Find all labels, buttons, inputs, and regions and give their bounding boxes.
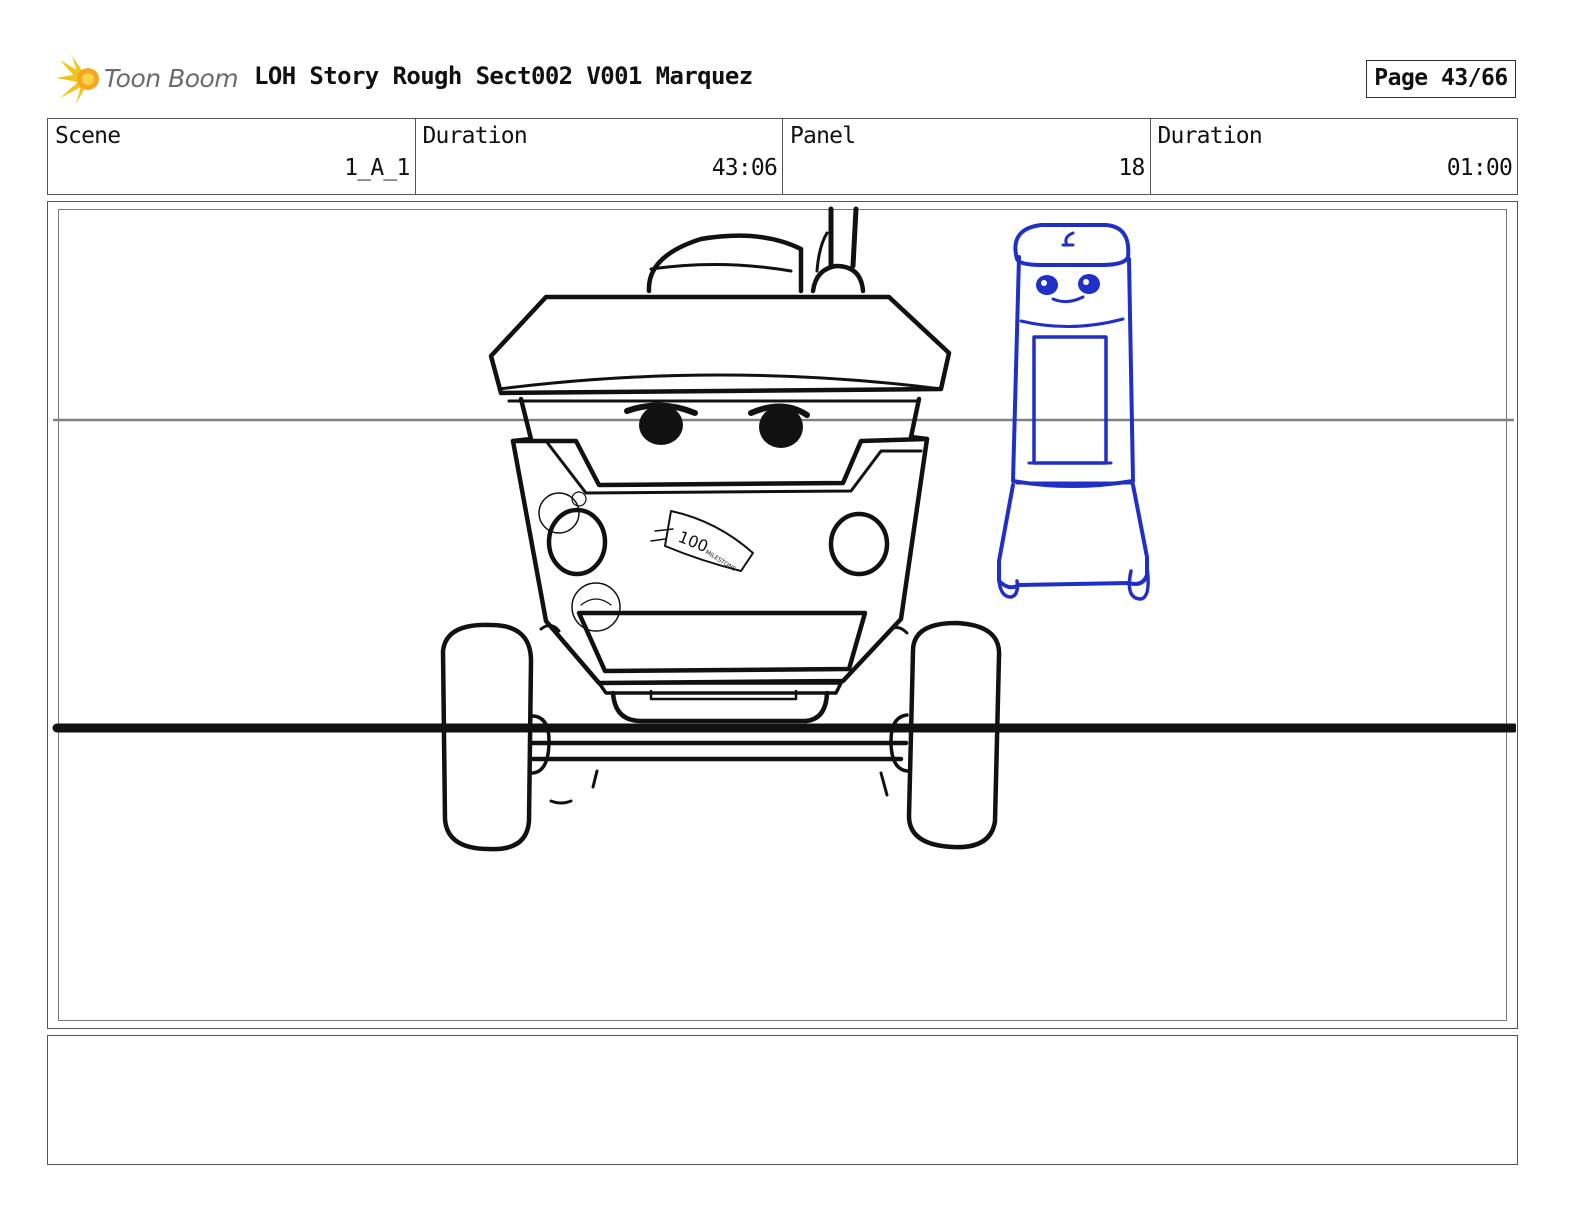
scene-duration-label: Duration (422, 123, 528, 149)
tractor-hood (488, 294, 952, 396)
robot-left-eye (1036, 275, 1058, 295)
robot-smile (1051, 295, 1085, 304)
document-title: LOH Story Rough Sect002 V001 Marquez (254, 62, 753, 90)
tractor-grille-top (510, 436, 930, 488)
robot-base (997, 483, 1149, 590)
panel-frame: 100 MILESTONE (47, 201, 1518, 1029)
scene-info-row: Scene 1_A_1 Duration 43:06 Panel 18 Dura… (47, 118, 1518, 195)
robot-character (997, 223, 1150, 601)
tractor-exhaust (810, 263, 866, 294)
robot-right-eye (1078, 274, 1100, 294)
tractor-axle (528, 740, 909, 762)
tractor-character (440, 206, 1002, 852)
panel-sketch: 100 MILESTONE (52, 206, 1516, 852)
sticker-smiley (538, 492, 580, 534)
scene-duration-value: 43:06 (711, 155, 778, 181)
robot-head (1013, 223, 1131, 267)
logo-text: Toon Boom (104, 64, 239, 93)
scene-label: Scene (55, 123, 121, 149)
milestone-pennant (664, 510, 754, 572)
scene-cell: Scene 1_A_1 (48, 119, 416, 194)
tractor-right-eye (759, 406, 803, 448)
page-indicator: Page 43/66 (1366, 60, 1516, 98)
toon-boom-logo: Toon Boom (50, 52, 240, 108)
scene-duration-cell: Duration 43:06 (416, 119, 783, 194)
panel-duration-label: Duration (1157, 123, 1263, 149)
panel-duration-cell: Duration 01:00 (1151, 119, 1518, 194)
tractor-right-wheel (906, 620, 1002, 850)
sun-logo-icon (56, 56, 99, 104)
tractor-left-wheel (440, 622, 534, 852)
scene-value: 1_A_1 (344, 155, 410, 181)
sticker-badge (571, 582, 621, 632)
notes-box[interactable] (47, 1035, 1518, 1165)
panel-value: 18 (1118, 155, 1145, 181)
tractor-left-eye (639, 405, 683, 445)
tractor-right-headlight (828, 511, 890, 577)
panel-cell: Panel 18 (783, 119, 1151, 194)
robot-screen (1032, 335, 1108, 465)
robot-body (1011, 255, 1135, 488)
panel-safe-area (58, 209, 1507, 1021)
tractor-left-headlight (546, 507, 608, 577)
tractor-bumper (576, 610, 868, 674)
panel-duration-value: 01:00 (1446, 155, 1513, 181)
panel-label: Panel (790, 123, 856, 149)
